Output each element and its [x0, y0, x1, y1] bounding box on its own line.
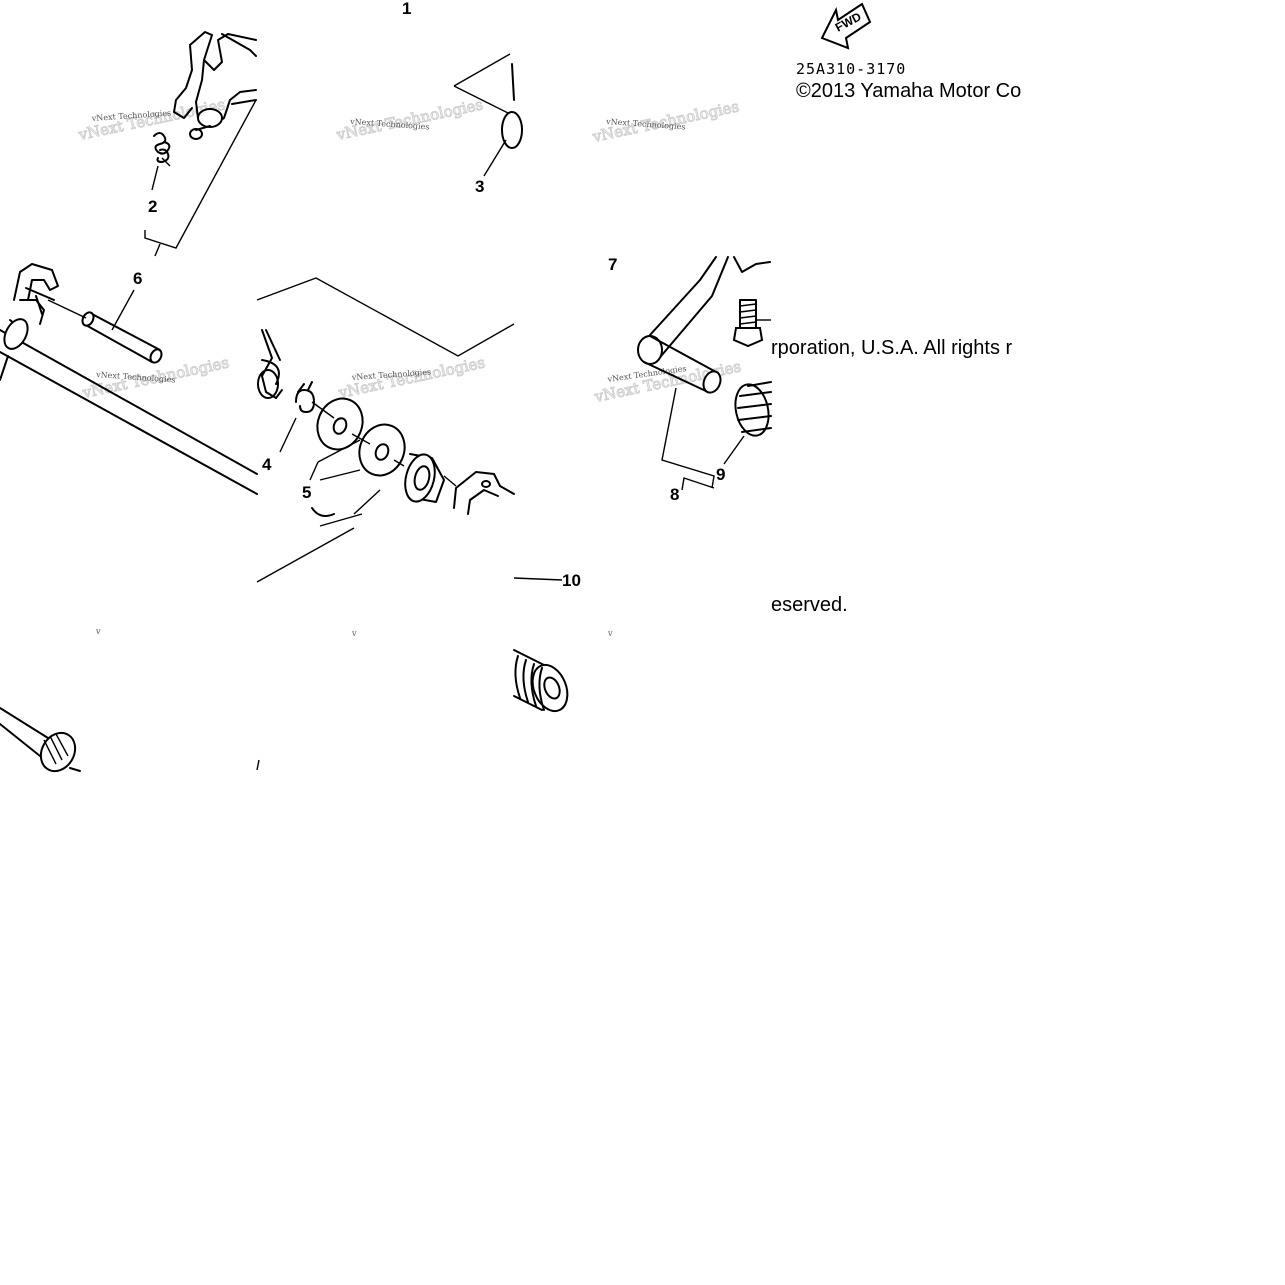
callout-1: 1	[402, 0, 411, 18]
circlip-icon	[279, 381, 315, 453]
callout-10: 10	[562, 571, 581, 590]
bracket-8	[661, 387, 715, 489]
bearing-icon	[404, 453, 445, 503]
bracket-line	[154, 243, 161, 257]
footrest-rubber-icon	[723, 381, 772, 465]
watermark-fragment: v	[95, 627, 101, 636]
spring-clip-icon	[257, 329, 283, 399]
leader-line-10	[513, 577, 563, 581]
watermark-tile: vNext Technologies vNext Technologies	[336, 353, 487, 403]
lever-joint-icon	[443, 471, 515, 515]
washer-icon	[358, 423, 406, 477]
callout-7: 7	[608, 255, 617, 274]
callout-9: 9	[716, 465, 725, 484]
callout-6: 6	[133, 269, 142, 288]
copyright-line-2: rporation, U.S.A. All rights r	[771, 337, 1013, 359]
return-spring-icon	[151, 132, 171, 191]
diagram-ref-code: 25A310-3170	[796, 60, 906, 78]
pin-icon	[47, 289, 163, 364]
leader-lines-3	[453, 53, 523, 177]
watermark-fragment: v	[351, 629, 357, 638]
watermark-tile: vNext Technologies vNext Technologies	[80, 353, 231, 403]
axis-line	[311, 401, 335, 419]
shift-fork-lever	[173, 31, 257, 140]
watermark-tile: vNext Technologies vNext Technologies	[590, 97, 741, 147]
callout-3: 3	[475, 177, 484, 196]
bracket-line	[256, 277, 515, 357]
pedal-rubber-icon	[513, 649, 569, 713]
shaft-edge	[311, 507, 335, 517]
bracket-line	[144, 99, 257, 249]
copyright-line-1: ©2013 Yamaha Motor Co	[796, 80, 1021, 102]
callout-5: 5	[302, 483, 311, 502]
fwd-arrow-icon: FWD	[820, 2, 872, 50]
bolt-icon	[732, 299, 771, 348]
shift-pedal-icon	[637, 256, 771, 394]
washer-icon	[316, 397, 364, 451]
callout-4: 4	[262, 455, 272, 474]
copyright-line-3: eserved.	[771, 594, 848, 616]
bracket-line	[353, 489, 381, 515]
shaft-spline-end	[0, 707, 81, 773]
bracket-line	[256, 513, 363, 583]
watermark-fragment: v	[607, 629, 613, 638]
axis-line	[351, 433, 371, 445]
shift-shaft	[0, 318, 258, 495]
bracket-8	[681, 477, 715, 491]
callout-8: 8	[670, 485, 679, 504]
axis-line	[393, 459, 405, 467]
bracket-line	[256, 759, 260, 771]
leader-line-5	[309, 439, 361, 481]
leader-line-5	[319, 469, 361, 481]
watermark-tile: vNext Technologies vNext Technologies	[334, 95, 485, 145]
callout-2: 2	[148, 197, 157, 216]
